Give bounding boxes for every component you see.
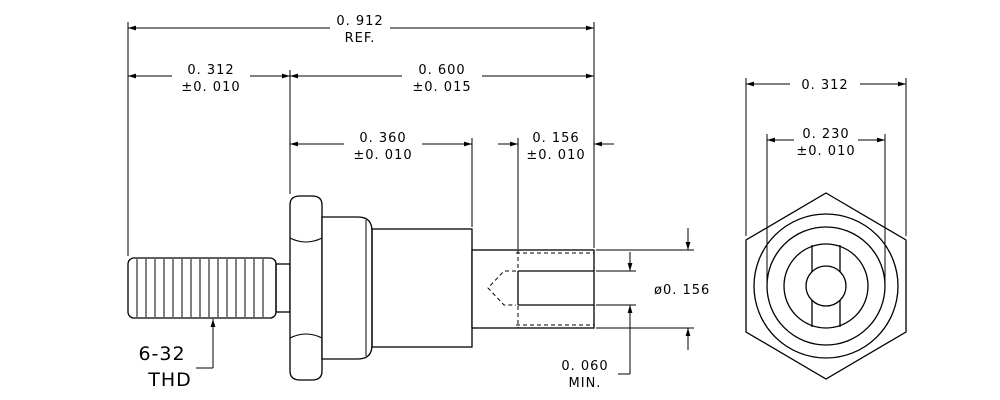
hex-flats-value: 0. 312 (801, 78, 848, 93)
overall-value: 0. 912 (336, 14, 383, 29)
threaded-stud (127, 257, 291, 319)
thread-length-value: 0. 312 (187, 63, 234, 78)
knurl-length-value: 0. 360 (359, 131, 406, 146)
collar-circle (753, 213, 899, 359)
body-length-tol: ±0. 015 (412, 80, 471, 95)
body-collar (321, 216, 373, 360)
thread-length-tol: ±0. 010 (181, 80, 240, 95)
slot-depth-tol: ±0. 010 (526, 148, 585, 163)
end-view (745, 192, 907, 380)
tip-diameter-value: ø0. 156 (654, 283, 710, 298)
dimension-labels: 0. 912 REF. 0. 312 ±0. 010 0. 600 ±0. 01… (138, 14, 855, 391)
dimension-lines (127, 22, 907, 375)
knurl-diameter-value: 0. 230 (802, 127, 849, 142)
slot-depth-value: 0. 156 (532, 131, 579, 146)
slot-width-value: 0. 060 (561, 359, 608, 374)
side-view (127, 195, 595, 381)
knurl-diameter-tol: ±0. 010 (796, 144, 855, 159)
body-length-value: 0. 600 (418, 63, 465, 78)
hex-nut-side (289, 195, 323, 381)
slotted-tip (471, 249, 595, 329)
knurled-section (371, 228, 473, 348)
slot-width-note: MIN. (569, 376, 602, 391)
bore-circle (805, 265, 847, 307)
thread-spec: 6-32 (138, 343, 185, 365)
thread-spec-suffix: THD (147, 369, 192, 391)
overall-note: REF. (345, 31, 376, 46)
knurl-length-tol: ±0. 010 (353, 148, 412, 163)
